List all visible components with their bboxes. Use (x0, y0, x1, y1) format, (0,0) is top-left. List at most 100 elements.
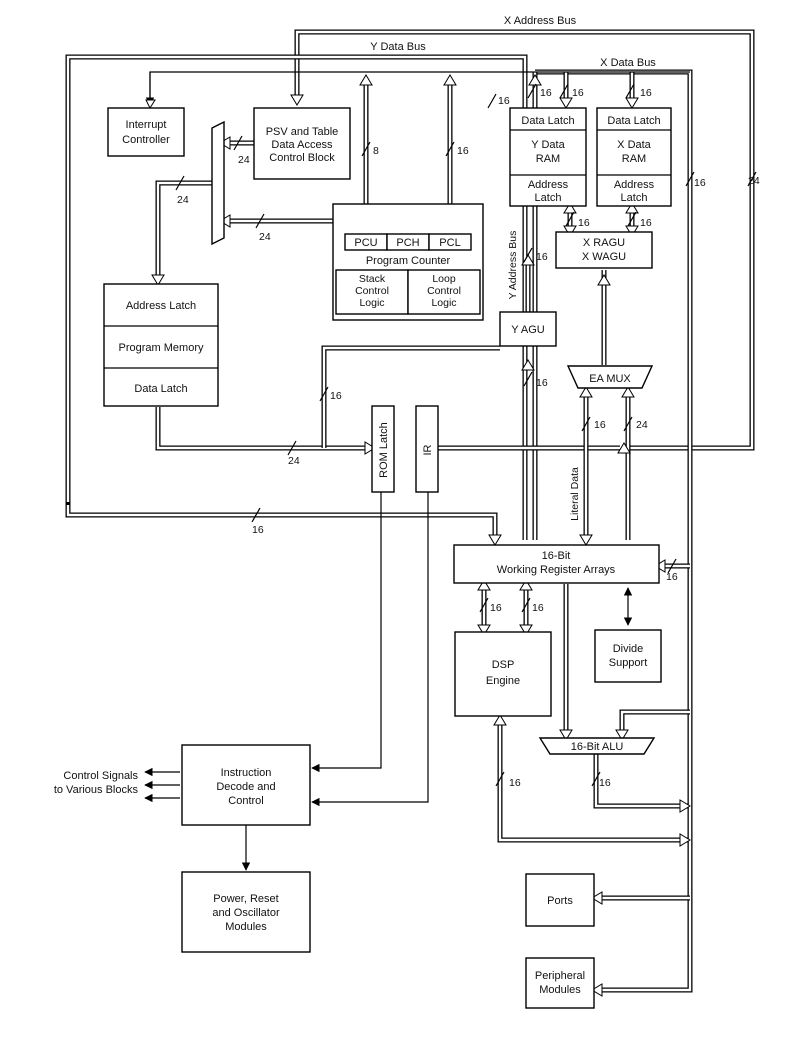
ea-mux: EA MUX (566, 365, 654, 389)
svg-text:Support: Support (609, 657, 648, 669)
svg-text:16: 16 (509, 777, 521, 789)
svg-text:16: 16 (694, 177, 706, 189)
y-data-bus-label: Y Data Bus (370, 41, 426, 53)
svg-text:16: 16 (498, 95, 510, 107)
svg-text:X Data: X Data (617, 139, 652, 151)
svg-text:16: 16 (640, 87, 652, 99)
svg-text:16: 16 (536, 377, 548, 389)
svg-text:Loop: Loop (432, 273, 456, 285)
svg-text:16: 16 (490, 602, 502, 614)
svg-text:Address: Address (528, 179, 569, 191)
svg-text:Divide: Divide (613, 643, 644, 655)
x-ragu-wagu: X RAGU X WAGU (555, 231, 653, 269)
program-memory: Address Latch Program Memory Data Latch (103, 283, 219, 407)
svg-text:16: 16 (330, 390, 342, 402)
svg-text:16: 16 (599, 777, 611, 789)
literal-data-label: Literal Data (569, 467, 581, 521)
svg-text:16: 16 (457, 145, 469, 157)
working-register-arrays: 16-Bit Working Register Arrays (453, 544, 660, 584)
divide-support: Divide Support (594, 629, 662, 683)
svg-text:16: 16 (540, 87, 552, 99)
address-mux (211, 120, 225, 246)
svg-text:Instruction: Instruction (221, 767, 272, 779)
svg-text:16: 16 (640, 217, 652, 229)
svg-text:Y AGU: Y AGU (511, 324, 544, 336)
svg-text:Program Counter: Program Counter (366, 255, 451, 267)
power-reset-oscillator: Power, Reset and Oscillator Modules (181, 871, 311, 953)
svg-text:DSP: DSP (492, 659, 515, 671)
svg-text:Data Latch: Data Latch (134, 383, 187, 395)
svg-text:Decode and: Decode and (216, 781, 275, 793)
svg-text:Data Access: Data Access (271, 139, 333, 151)
svg-text:Data Latch: Data Latch (607, 115, 660, 127)
svg-text:Working Register Arrays: Working Register Arrays (497, 564, 616, 576)
svg-text:16: 16 (578, 217, 590, 229)
svg-text:24: 24 (259, 231, 271, 243)
svg-text:16: 16 (252, 524, 264, 536)
svg-text:16-Bit: 16-Bit (542, 550, 571, 562)
svg-text:Address Latch: Address Latch (126, 300, 196, 312)
svg-text:8: 8 (373, 145, 379, 157)
svg-text:16: 16 (594, 419, 606, 431)
svg-text:PSV and Table: PSV and Table (266, 126, 339, 138)
y-data-ram: Data Latch Y Data RAM Address Latch (509, 107, 587, 207)
svg-text:24: 24 (238, 154, 250, 166)
control-signals-label: Control Signals to Various Blocks (54, 770, 139, 796)
svg-text:Controller: Controller (122, 134, 170, 146)
program-counter: PCU PCH PCL Program Counter Stack Contro… (332, 203, 484, 321)
svg-text:16: 16 (532, 602, 544, 614)
svg-text:Latch: Latch (621, 192, 648, 204)
svg-text:24: 24 (748, 175, 760, 187)
svg-text:Control Block: Control Block (269, 152, 335, 164)
x-data-ram: Data Latch X Data RAM Address Latch (596, 107, 672, 207)
svg-text:Interrupt: Interrupt (126, 119, 167, 131)
width-slashes (175, 83, 757, 787)
svg-text:RAM: RAM (622, 153, 646, 165)
svg-text:16-Bit ALU: 16-Bit ALU (571, 741, 624, 753)
svg-text:ROM Latch: ROM Latch (378, 422, 390, 478)
peripheral-modules: Peripheral Modules (525, 957, 595, 1009)
svg-text:EA MUX: EA MUX (589, 373, 631, 385)
svg-text:Modules: Modules (225, 921, 267, 933)
x-data-bus-label: X Data Bus (600, 57, 656, 69)
signal-lines (144, 71, 690, 871)
svg-text:to Various Blocks: to Various Blocks (54, 784, 139, 796)
dsp-engine: DSP Engine (454, 631, 552, 717)
svg-text:Engine: Engine (486, 675, 520, 687)
svg-text:RAM: RAM (536, 153, 560, 165)
svg-text:Address: Address (614, 179, 655, 191)
svg-text:PCH: PCH (396, 237, 419, 249)
interrupt-controller: Interrupt Controller (107, 107, 185, 157)
svg-text:Data Latch: Data Latch (521, 115, 574, 127)
svg-text:Control: Control (228, 795, 263, 807)
svg-text:Stack: Stack (359, 273, 386, 285)
ports-block: Ports (525, 873, 595, 927)
svg-text:Power, Reset: Power, Reset (213, 893, 278, 905)
psv-block: PSV and Table Data Access Control Block (253, 107, 351, 180)
instruction-register: IR (415, 405, 439, 493)
x-address-bus-label: X Address Bus (504, 15, 577, 27)
bus-width-labels: 16 16 16 16 24 8 16 24 24 16 24 16 16 16… (177, 87, 760, 789)
alu-16bit: 16-Bit ALU (538, 737, 656, 755)
bus-arrowheads (145, 74, 691, 997)
svg-text:Peripheral: Peripheral (535, 970, 585, 982)
svg-text:24: 24 (177, 194, 189, 206)
rom-latch: ROM Latch (371, 405, 395, 493)
y-address-bus-label: Y Address Bus (507, 231, 519, 300)
svg-text:Logic: Logic (431, 297, 456, 309)
svg-text:Control Signals: Control Signals (63, 770, 138, 782)
svg-text:Y Data: Y Data (531, 139, 565, 151)
svg-text:Ports: Ports (547, 895, 573, 907)
svg-text:Control: Control (427, 285, 461, 297)
svg-text:Latch: Latch (535, 192, 562, 204)
svg-text:PCU: PCU (354, 237, 377, 249)
svg-text:16: 16 (536, 251, 548, 263)
svg-text:Logic: Logic (359, 297, 384, 309)
svg-text:Modules: Modules (539, 984, 581, 996)
svg-text:IR: IR (422, 444, 434, 455)
y-agu: Y AGU (499, 311, 557, 347)
instruction-decode: Instruction Decode and Control (181, 744, 311, 826)
svg-text:Program Memory: Program Memory (119, 342, 204, 354)
